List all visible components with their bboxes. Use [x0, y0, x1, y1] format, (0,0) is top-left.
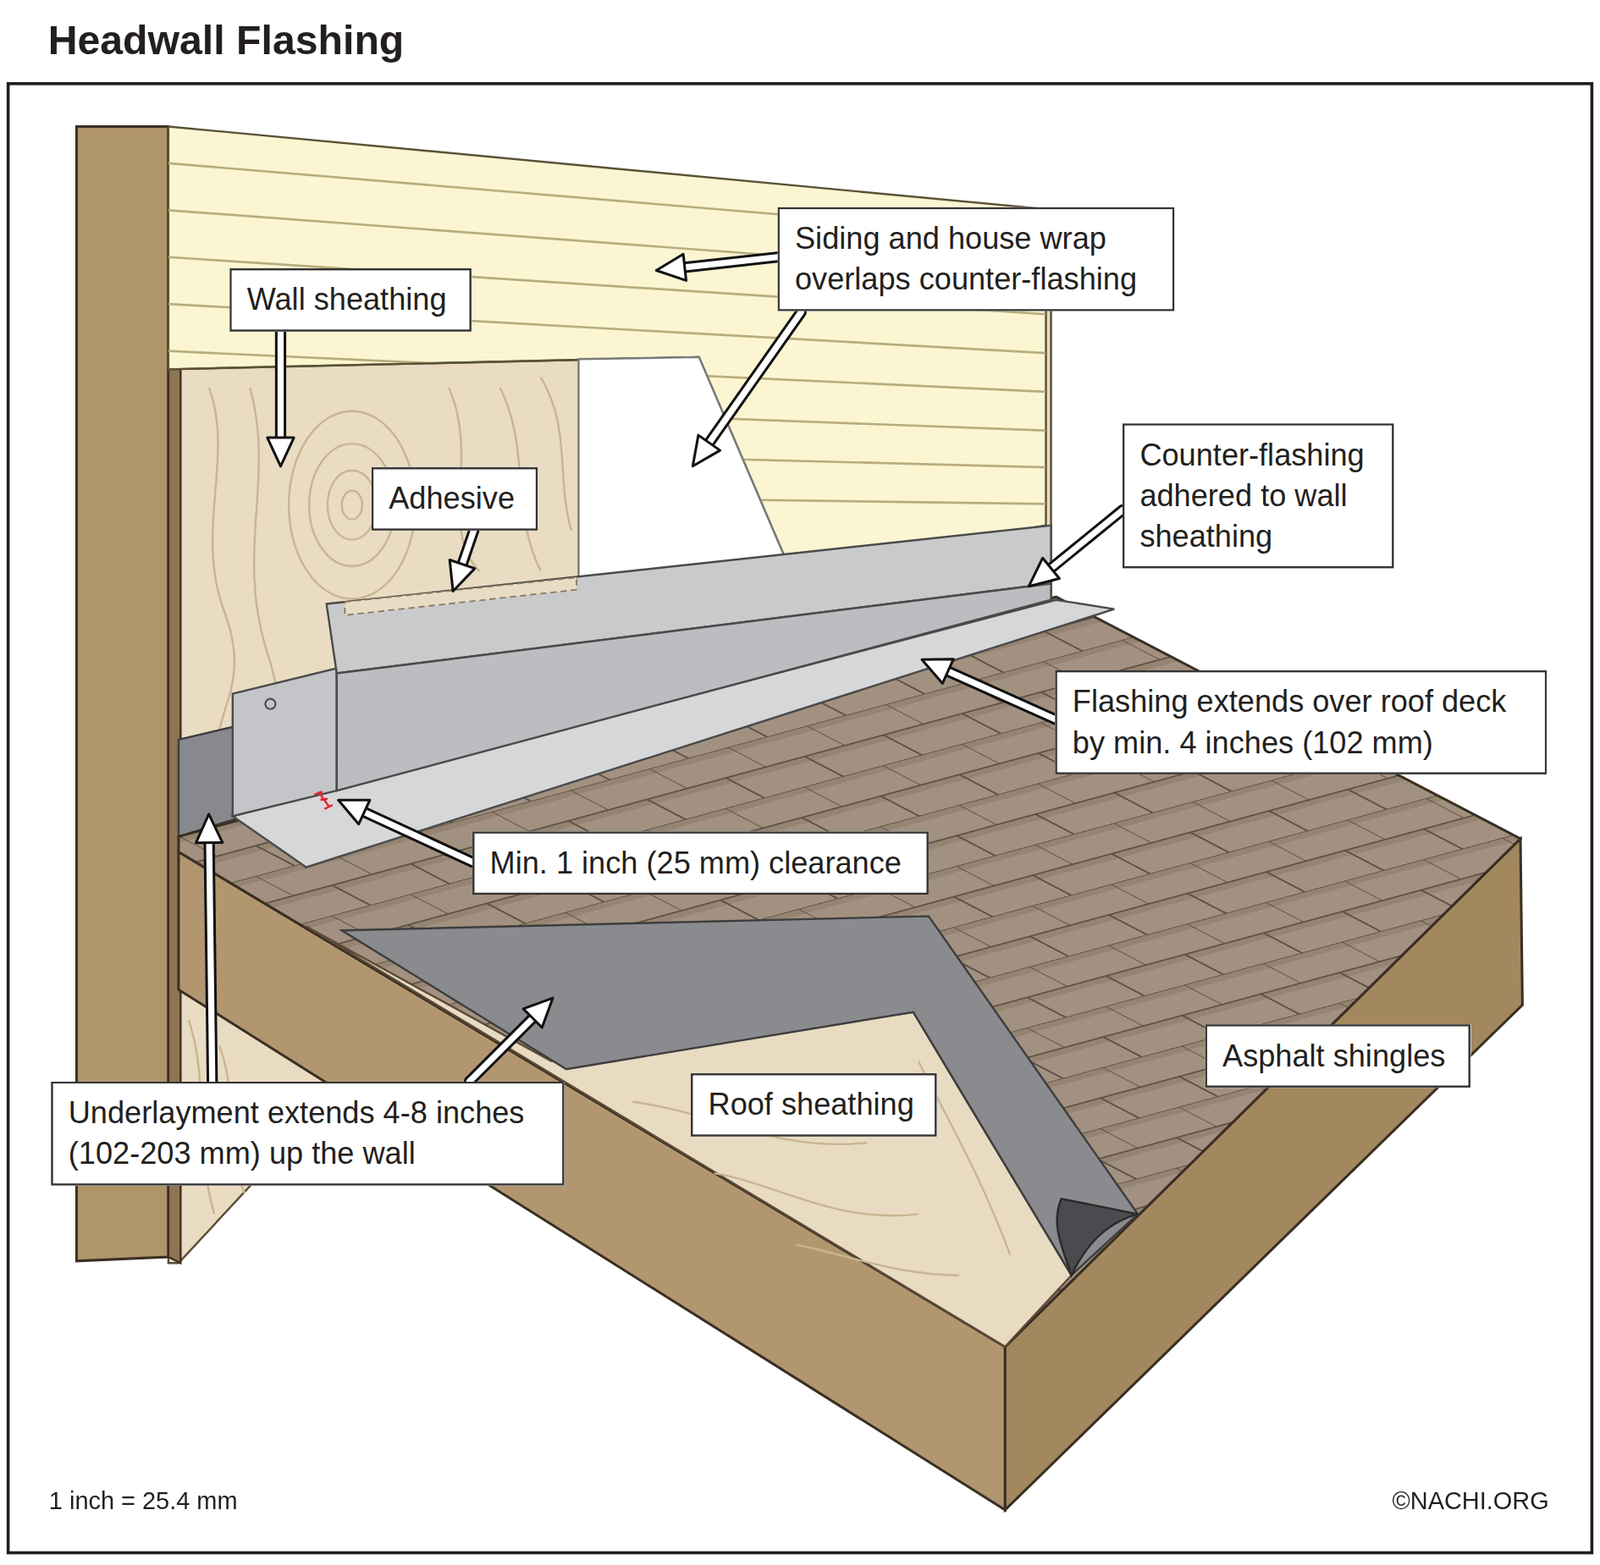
footer-note: ©NACHI.ORG: [1391, 1485, 1549, 1517]
underlayment-curl: [1057, 1198, 1138, 1275]
adhesive-strip: [344, 577, 577, 616]
frame: [8, 83, 1593, 1554]
callout-box: Counter-flashing adhered to wall sheathi…: [1122, 423, 1395, 569]
nail-hole: [264, 699, 276, 710]
callout-box: Underlayment extends 4-8 inches (102-203…: [50, 1081, 564, 1187]
flashing-leg: [232, 668, 337, 817]
diagram-title: Headwall Flashing: [48, 14, 405, 66]
clearance-mark: [314, 791, 333, 809]
callout-text: Flashing extends over roof deck by min. …: [1072, 681, 1530, 763]
callout-box: Min. 1 inch (25 mm) clearance: [472, 831, 929, 895]
callout-box: Asphalt shingles: [1205, 1024, 1471, 1088]
callout-text: Asphalt shingles: [1222, 1035, 1453, 1076]
footer-note: 1 inch = 25.4 mm: [49, 1485, 238, 1517]
callout-box: Adhesive: [371, 467, 538, 531]
callout-text: Wall sheathing: [247, 279, 455, 320]
callout-text: Siding and house wrap overlaps counter-f…: [794, 218, 1158, 300]
callout-box: Wall sheathing: [229, 268, 472, 332]
leader-arrows: [209, 257, 1123, 1082]
callout-text: Adhesive: [388, 478, 520, 519]
roof-wood-grain: [632, 1061, 1010, 1276]
callout-box: Roof sheathing: [690, 1073, 937, 1137]
counter-flashing-face: [336, 583, 1052, 791]
underlayment-wall: [178, 726, 235, 837]
callout-text: Counter-flashing adhered to wall sheathi…: [1139, 434, 1377, 558]
callout-text: Underlayment extends 4-8 inches (102-203…: [68, 1092, 547, 1175]
callout-text: Min. 1 inch (25 mm) clearance: [490, 843, 912, 884]
callout-box: Siding and house wrap overlaps counter-f…: [777, 207, 1175, 312]
callout-box: Flashing extends over roof deck by min. …: [1054, 670, 1547, 775]
callout-text: Roof sheathing: [708, 1084, 921, 1126]
